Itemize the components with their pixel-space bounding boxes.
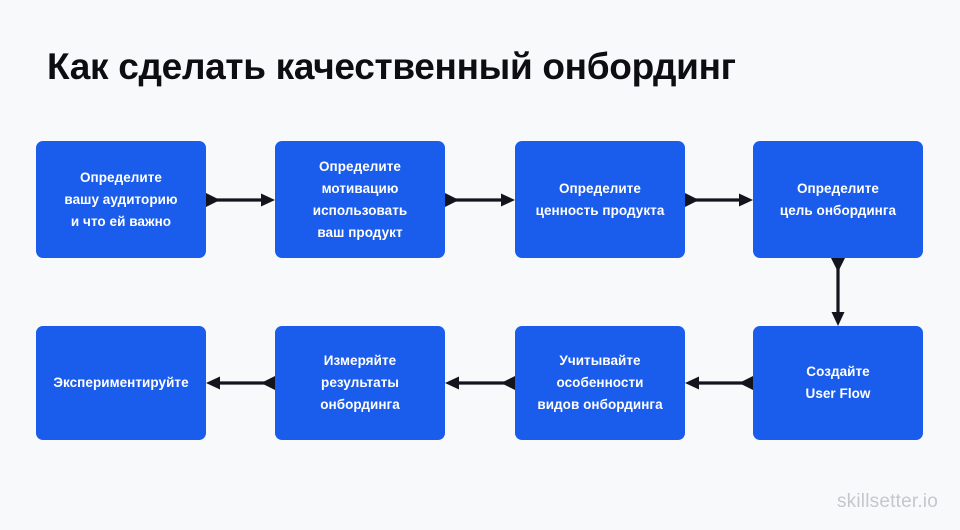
arrow-right-icon <box>445 190 515 210</box>
flow-box-step-6[interactable]: Учитывайте особенности видов онбординга <box>515 326 685 440</box>
flow-box-label: Определите ценность продукта <box>535 180 665 218</box>
flow-box-step-3[interactable]: Определите ценность продукта <box>515 141 685 258</box>
flow-box-label: Определите вашу аудиторию и что ей важно <box>64 169 178 229</box>
flow-box-step-2[interactable]: Определите мотивацию использовать ваш пр… <box>275 141 445 258</box>
arrow-down-icon <box>828 258 848 326</box>
flow-box-label: Учитывайте особенности видов онбординга <box>537 353 663 412</box>
arrow-right-icon <box>685 190 753 210</box>
watermark-logo: skillsetter.io <box>836 491 938 512</box>
flow-box-label: Определите мотивацию использовать ваш пр… <box>312 158 408 240</box>
arrow-left-icon <box>685 373 753 393</box>
flow-box-step-7[interactable]: Измеряйте результаты онбординга <box>275 326 445 440</box>
flow-box-label: Определите цель онбординга <box>779 180 897 218</box>
arrow-right-icon <box>206 190 275 210</box>
arrow-left-icon <box>206 373 275 393</box>
flow-box-label: Измеряйте результаты онбординга <box>320 353 400 412</box>
flow-box-step-5[interactable]: Создайте User Flow <box>753 326 923 440</box>
flow-box-step-8[interactable]: Экспериментируйте <box>36 326 206 440</box>
flow-box-step-1[interactable]: Определите вашу аудиторию и что ей важно <box>36 141 206 258</box>
flow-box-label: Создайте User Flow <box>805 364 871 401</box>
page-title: Как сделать качественный онбординг <box>47 46 736 87</box>
arrow-left-icon <box>445 373 515 393</box>
flow-box-label: Экспериментируйте <box>53 375 189 390</box>
flow-box-step-4[interactable]: Определите цель онбординга <box>753 141 923 258</box>
